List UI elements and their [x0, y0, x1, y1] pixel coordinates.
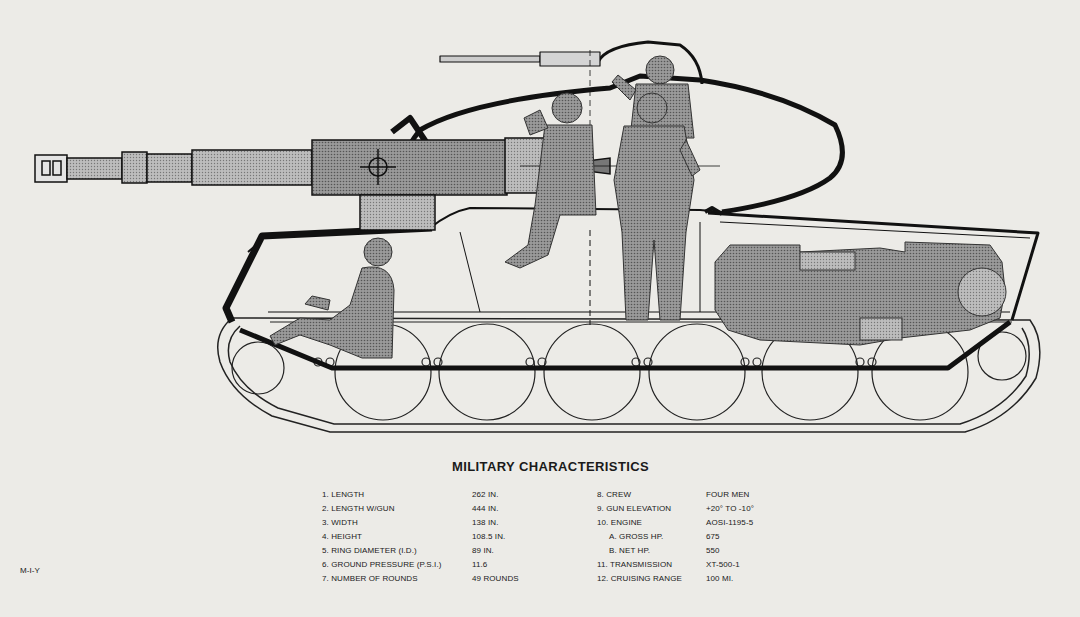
- drawing-code: M-I-Y: [20, 566, 40, 576]
- table-value: AOSI-1195-5: [706, 518, 753, 528]
- table-label: A. GROSS HP.: [609, 532, 663, 542]
- table-value: 550: [706, 546, 720, 556]
- table-label: 10. ENGINE: [597, 518, 642, 528]
- engine: [715, 242, 1006, 345]
- table-value: FOUR MEN: [706, 490, 749, 500]
- table-label: 6. GROUND PRESSURE (P.S.I.): [322, 560, 441, 570]
- crew-figures: [270, 56, 700, 358]
- table-value: 108.5 IN.: [472, 532, 505, 542]
- table-label: 3. WIDTH: [322, 518, 358, 528]
- table-value: 262 IN.: [472, 490, 499, 500]
- table-label: 2. LENGTH W/GUN: [322, 504, 395, 514]
- table-value: 138 IN.: [472, 518, 499, 528]
- table-label: 4. HEIGHT: [322, 532, 362, 542]
- table-value: 444 IN.: [472, 504, 499, 514]
- table-value: 675: [706, 532, 720, 542]
- table-label: 11. TRANSMISSION: [597, 560, 672, 570]
- table-value: 49 ROUNDS: [472, 574, 519, 584]
- table-title: MILITARY CHARACTERISTICS: [452, 459, 649, 475]
- table-value: XT-500-1: [706, 560, 740, 570]
- table-value: 89 IN.: [472, 546, 494, 556]
- table-label: 5. RING DIAMETER (I.D.): [322, 546, 417, 556]
- table-label: 9. GUN ELEVATION: [597, 504, 671, 514]
- table-value: 11.6: [472, 560, 487, 570]
- table-value: +20° TO -10°: [706, 504, 754, 514]
- table-label: 7. NUMBER OF ROUNDS: [322, 574, 418, 584]
- table-value: 100 MI.: [706, 574, 733, 584]
- table-label: B. NET HP.: [609, 546, 650, 556]
- table-label: 12. CRUISING RANGE: [597, 574, 682, 584]
- table-label: 8. CREW: [597, 490, 631, 500]
- table-label: 1. LENGTH: [322, 490, 364, 500]
